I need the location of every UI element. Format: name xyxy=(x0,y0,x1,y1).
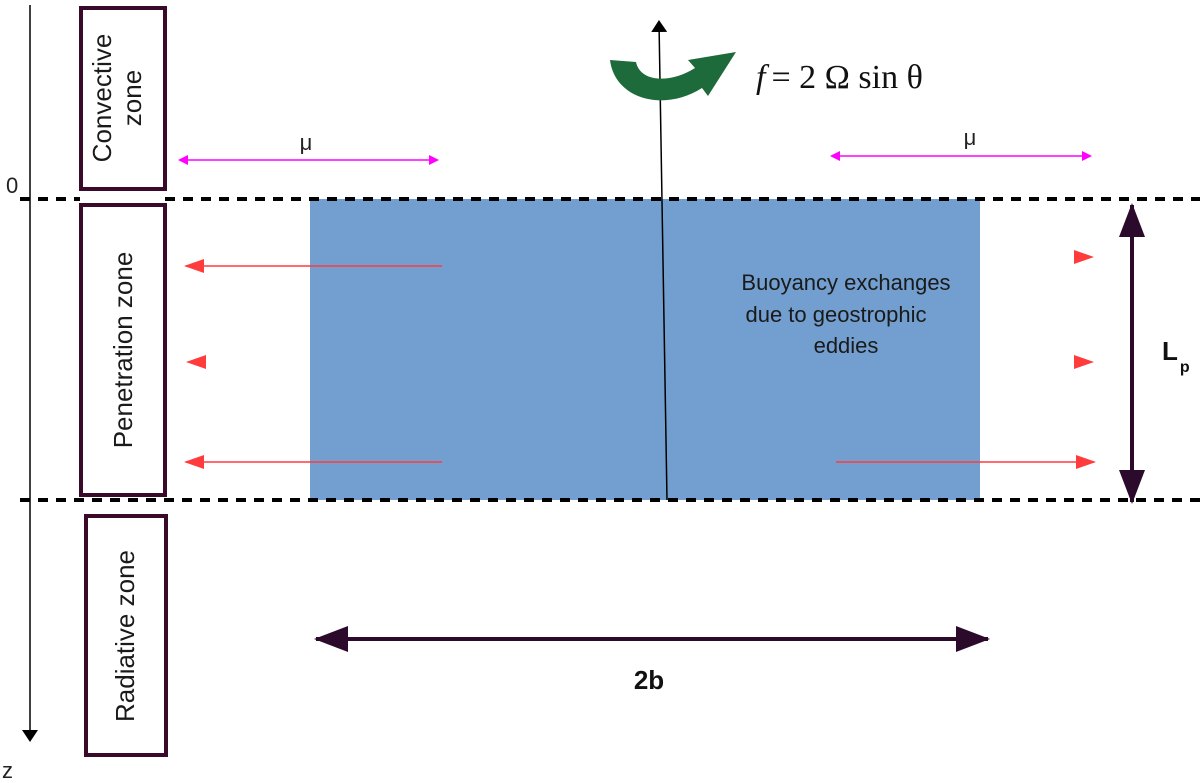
convective-zone-label-line1: Convective xyxy=(87,34,117,163)
lp-sub: p xyxy=(1180,359,1190,376)
mu-label-left: μ xyxy=(300,130,313,155)
lp-label: Lp xyxy=(1162,336,1190,376)
penetration-box xyxy=(310,199,980,500)
flux-arrowhead-right-top xyxy=(1074,250,1094,264)
mu-label-right: μ xyxy=(964,125,977,150)
penetration-zone-box: Penetration zone xyxy=(79,203,167,497)
box-text-line2: due to geostrophic xyxy=(745,302,926,327)
flux-arrowhead-left-middle xyxy=(186,355,206,369)
convective-zone-label-line2: zone xyxy=(117,70,147,126)
penetration-zone-label: Penetration zone xyxy=(108,252,138,449)
formula-rest: = 2 Ω sin θ xyxy=(771,59,922,96)
formula-f: f xyxy=(756,59,770,96)
flux-arrowhead-right-middle xyxy=(1074,355,1094,369)
radiative-zone-label: Radiative zone xyxy=(110,550,140,722)
zero-label: 0 xyxy=(6,173,18,198)
width-label: 2b xyxy=(634,665,664,695)
rotation-arrow-icon xyxy=(610,52,736,101)
radiative-zone-box: Radiative zone xyxy=(84,514,168,757)
convective-zone-box: Convective zone xyxy=(79,6,167,191)
box-text-line1: Buoyancy exchanges xyxy=(741,270,950,295)
coriolis-formula: f= 2 Ω sin θ xyxy=(756,59,923,96)
z-axis-label: z xyxy=(2,758,13,783)
rotation-axis xyxy=(651,20,668,501)
lp-main: L xyxy=(1162,336,1178,366)
box-text-line3: eddies xyxy=(814,333,879,358)
